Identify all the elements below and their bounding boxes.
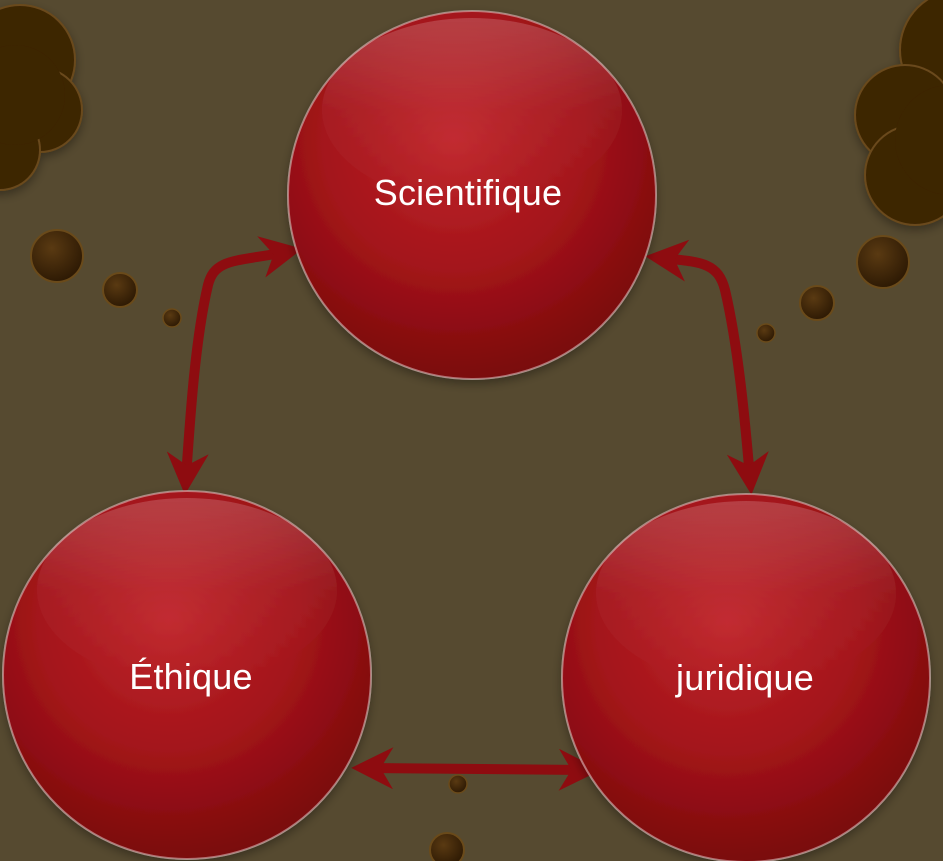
- arrow-scientifique-juridique: [645, 239, 769, 495]
- dot: [799, 285, 835, 321]
- dot: [756, 323, 776, 343]
- dot: [162, 308, 182, 328]
- arrow-ethique-juridique: [351, 747, 601, 791]
- cloud-right-decoration: [854, 0, 943, 226]
- dot: [448, 774, 468, 794]
- cloud-left-decoration: [0, 4, 83, 191]
- dot: [30, 229, 84, 283]
- node-label-scientifique: Scientifique: [373, 172, 563, 213]
- arrow-scientifique-ethique: [166, 236, 303, 495]
- node-scientifique: [287, 10, 657, 380]
- dot: [856, 235, 910, 289]
- dot: [429, 832, 465, 861]
- node-juridique: [561, 493, 931, 861]
- dot: [102, 272, 138, 308]
- node-label-juridique: juridique: [676, 657, 814, 698]
- node-label-ethique: Éthique: [129, 656, 253, 697]
- node-ethique: [2, 490, 372, 860]
- connectors: [166, 236, 769, 791]
